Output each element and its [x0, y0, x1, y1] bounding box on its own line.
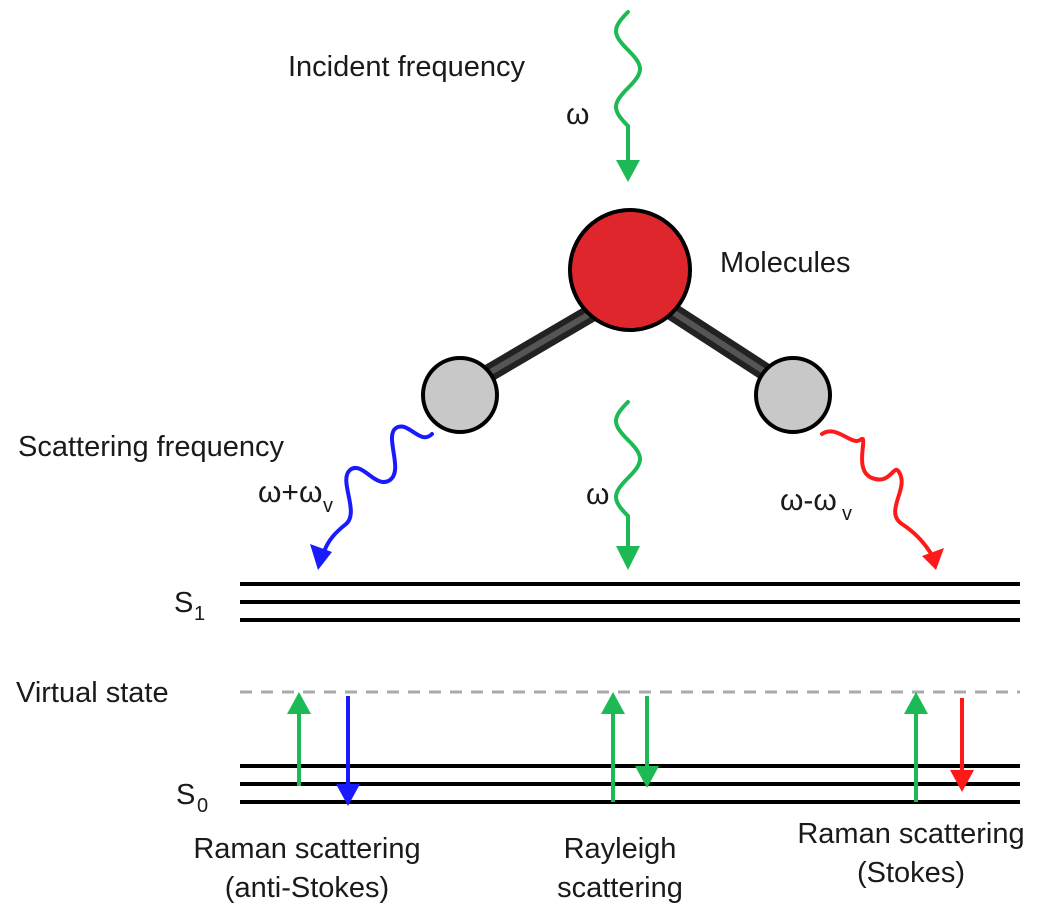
raman-stokes-subtitle: (Stokes) [857, 857, 965, 889]
rayleigh-transitions [601, 692, 659, 802]
s0-subscript: 0 [197, 795, 208, 817]
s0-levels [240, 764, 1020, 804]
s0-label: S [176, 779, 195, 811]
anti-stokes-omega-sub: v [323, 495, 333, 517]
raman-anti-stokes-title: Raman scattering [193, 833, 420, 865]
rayleigh-arrowhead [616, 546, 640, 570]
anti-stokes-transitions [287, 692, 360, 806]
anti-stokes-omega-label: ω+ω [258, 476, 322, 509]
rayleigh-omega-label: ω [586, 478, 609, 511]
stokes-wave [820, 429, 944, 570]
stokes-arrowhead [922, 548, 944, 570]
stokes-omega-label: ω-ω [780, 484, 837, 517]
s1-levels [240, 582, 1020, 622]
stokes-omega-sub: v [842, 503, 852, 525]
incident-wave [614, 10, 642, 182]
left-atom [421, 356, 499, 434]
anti-stokes-arrowhead [310, 544, 332, 570]
stokes-transitions [904, 692, 974, 802]
rayleigh-wave [614, 400, 642, 570]
rayleigh-subtitle: scattering [557, 872, 683, 904]
raman-stokes-title: Raman scattering [797, 818, 1024, 850]
molecule [421, 208, 832, 434]
scattering-frequency-label: Scattering frequency [18, 431, 284, 463]
molecules-label: Molecules [720, 247, 851, 279]
incident-frequency-label: Incident frequency [288, 51, 525, 83]
s1-label: S [174, 587, 193, 619]
raman-anti-stokes-subtitle: (anti-Stokes) [225, 872, 389, 904]
anti-stokes-wave [310, 424, 434, 570]
incident-omega-label: ω [566, 98, 589, 131]
virtual-state-label: Virtual state [16, 677, 169, 709]
s1-subscript: 1 [194, 603, 205, 625]
rayleigh-title: Rayleigh [564, 833, 677, 865]
right-atom [754, 356, 832, 434]
incident-arrowhead [616, 160, 640, 182]
center-atom [568, 208, 692, 332]
